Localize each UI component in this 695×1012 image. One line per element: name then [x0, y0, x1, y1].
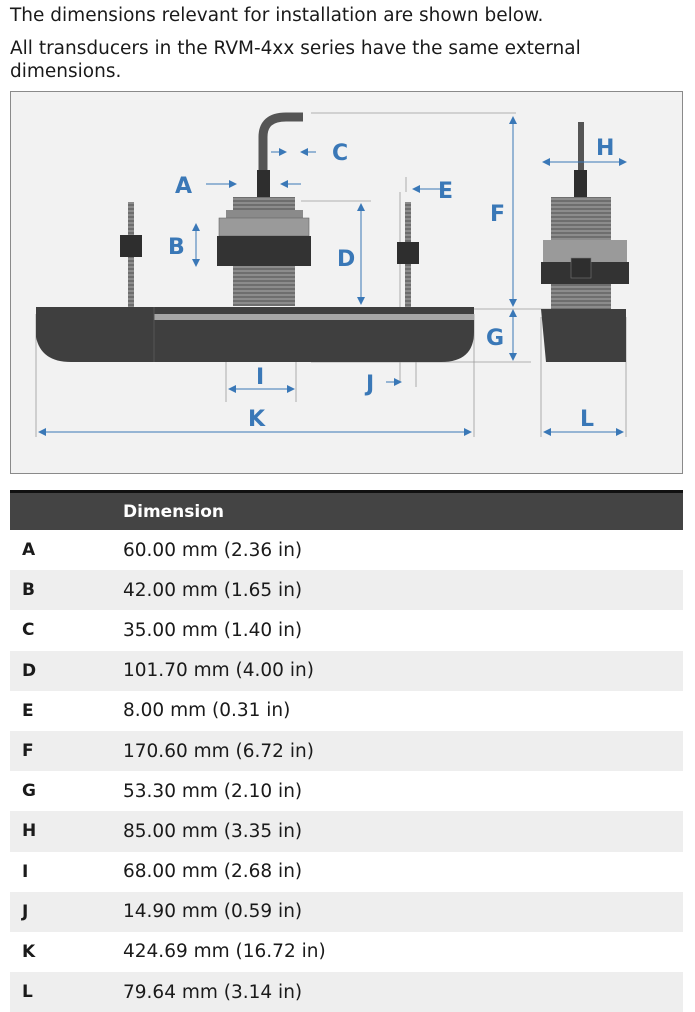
row-value: 14.90 mm (0.59 in): [123, 901, 303, 923]
row-value: 101.70 mm (4.00 in): [123, 660, 314, 682]
table-row: I 68.00 mm (2.68 in): [10, 852, 683, 892]
intro-line-2: All transducers in the RVM-4xx series ha…: [10, 38, 581, 82]
label-j: J: [364, 372, 374, 397]
table-row: F 170.60 mm (6.72 in): [10, 730, 683, 772]
intro-text: The dimensions relevant for installation…: [10, 4, 680, 83]
row-value: 68.00 mm (2.68 in): [123, 861, 303, 883]
table-row: D 101.70 mm (4.00 in): [10, 650, 683, 691]
table-row: J 14.90 mm (0.59 in): [10, 891, 683, 932]
row-key: B: [22, 580, 35, 601]
label-f: F: [490, 202, 505, 227]
row-value: 42.00 mm (1.65 in): [123, 579, 303, 601]
row-key: K: [22, 941, 36, 962]
row-value: 79.64 mm (3.14 in): [123, 981, 303, 1003]
label-b: B: [168, 235, 185, 260]
transducer-drawing: A B C D E F G H I J K L: [35, 112, 629, 437]
table-row: G 53.30 mm (2.10 in): [10, 771, 683, 811]
intro-line-1: The dimensions relevant for installation…: [10, 5, 544, 26]
row-key: F: [22, 741, 34, 762]
guide-lines: [35, 112, 627, 437]
table-row: K 424.69 mm (16.72 in): [10, 932, 683, 972]
row-value: 60.00 mm (2.36 in): [123, 539, 303, 561]
dimension-diagram: A B C D E F G H I J K L: [10, 91, 683, 474]
transducer-side-view: [36, 112, 474, 362]
row-value: 35.00 mm (1.40 in): [123, 619, 303, 641]
label-a: A: [175, 174, 192, 199]
table-body: A 60.00 mm (2.36 in) B 42.00 mm (1.65 in) C 3…: [10, 530, 683, 1012]
header-dimension: Dimension: [123, 501, 225, 522]
row-value: 85.00 mm (3.35 in): [123, 820, 303, 842]
row-key: E: [22, 700, 34, 721]
row-value: 170.60 mm (6.72 in): [123, 740, 314, 762]
row-key: C: [22, 620, 35, 641]
label-h: H: [596, 136, 614, 161]
row-key: H: [22, 821, 37, 842]
table-row: A 60.00 mm (2.36 in): [10, 530, 683, 570]
label-l: L: [580, 407, 594, 432]
table-row: E 8.00 mm (0.31 in): [10, 691, 683, 731]
row-key: I: [22, 861, 29, 882]
row-key: L: [22, 982, 33, 1003]
table-row: B 42.00 mm (1.65 in): [10, 570, 683, 611]
row-value: 8.00 mm (0.31 in): [123, 700, 291, 722]
label-g: G: [486, 326, 504, 351]
dimensions-table: Dimension A 60.00 mm (2.36 in) B 42.00 mm (…: [10, 490, 683, 1012]
table-row: C 35.00 mm (1.40 in): [10, 610, 683, 650]
transducer-end-view: [541, 122, 629, 362]
row-key: G: [22, 781, 36, 802]
row-key: J: [22, 901, 29, 922]
table-row: L 79.64 mm (3.14 in): [10, 972, 683, 1012]
row-value: 53.30 mm (2.10 in): [123, 780, 303, 802]
label-d: D: [337, 247, 355, 272]
label-k: K: [248, 407, 266, 432]
row-key: A: [22, 540, 36, 561]
label-i: I: [256, 365, 264, 390]
table-row: H 85.00 mm (3.35 in): [10, 811, 683, 852]
label-e: E: [438, 179, 453, 204]
row-value: 424.69 mm (16.72 in): [123, 941, 326, 963]
label-c: C: [332, 141, 348, 166]
row-key: D: [22, 660, 37, 681]
table-header: Dimension: [10, 490, 683, 530]
